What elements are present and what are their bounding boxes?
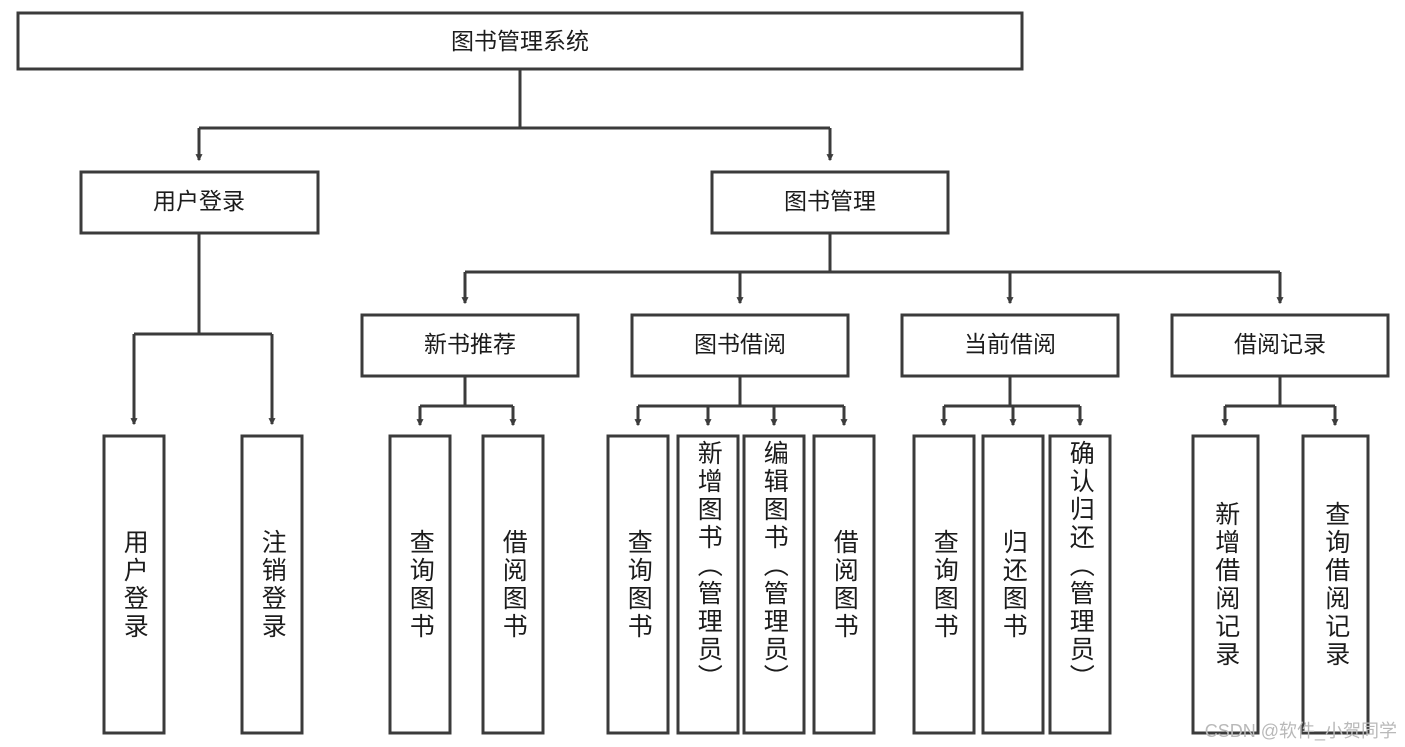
- leaf-box-return-book[interactable]: [981, 434, 1045, 735]
- node-borrow-record-label: 借阅记录: [1234, 331, 1326, 357]
- edges-currentborrow-to-leaves: [940, 376, 1084, 427]
- leaf-box-query-book-1[interactable]: [388, 434, 452, 735]
- edges-newbook-to-leaves: [416, 376, 517, 427]
- node-current-borrow[interactable]: 当前借阅: [900, 313, 1120, 378]
- leaf-box-edit-book[interactable]: [742, 434, 806, 735]
- leaf-box-logout[interactable]: [240, 434, 304, 735]
- leaf-box-add-book[interactable]: [676, 434, 740, 735]
- node-user-login[interactable]: 用户登录: [79, 170, 320, 235]
- node-book-management-label: 图书管理: [784, 188, 876, 214]
- csdn-watermark: CSDN @软件_小贺同学: [1204, 721, 1397, 741]
- node-user-login-label: 用户登录: [153, 188, 245, 214]
- leaf-box-query-book-2[interactable]: [606, 434, 670, 735]
- edges-userlogin-to-leaves: [130, 233, 276, 426]
- leaf-box-borrow-book-1[interactable]: [481, 434, 545, 735]
- edges-root-to-level2: [195, 69, 834, 162]
- leaf-box-confirm-return[interactable]: [1048, 434, 1112, 735]
- node-borrow-record[interactable]: 借阅记录: [1170, 313, 1390, 378]
- edges-bookmgmt-to-level3: [461, 233, 1284, 305]
- node-new-book-recommend-label: 新书推荐: [424, 331, 516, 357]
- edges-bookborrow-to-leaves: [634, 376, 848, 427]
- leaf-boxes: [102, 434, 1370, 735]
- node-book-borrow-label: 图书借阅: [694, 331, 786, 357]
- node-root-label: 图书管理系统: [451, 28, 589, 54]
- leaf-box-add-record[interactable]: [1191, 434, 1260, 735]
- leaf-box-query-record[interactable]: [1301, 434, 1370, 735]
- node-book-management[interactable]: 图书管理: [710, 170, 950, 235]
- node-book-borrow[interactable]: 图书借阅: [630, 313, 850, 378]
- edges-borrowrecord-to-leaves: [1221, 376, 1339, 427]
- leaf-box-user-login[interactable]: [102, 434, 166, 735]
- node-current-borrow-label: 当前借阅: [964, 331, 1056, 357]
- leaf-box-borrow-book-2[interactable]: [812, 434, 876, 735]
- leaf-box-query-book-3[interactable]: [912, 434, 976, 735]
- node-new-book-recommend[interactable]: 新书推荐: [360, 313, 580, 378]
- node-root[interactable]: 图书管理系统: [16, 11, 1024, 71]
